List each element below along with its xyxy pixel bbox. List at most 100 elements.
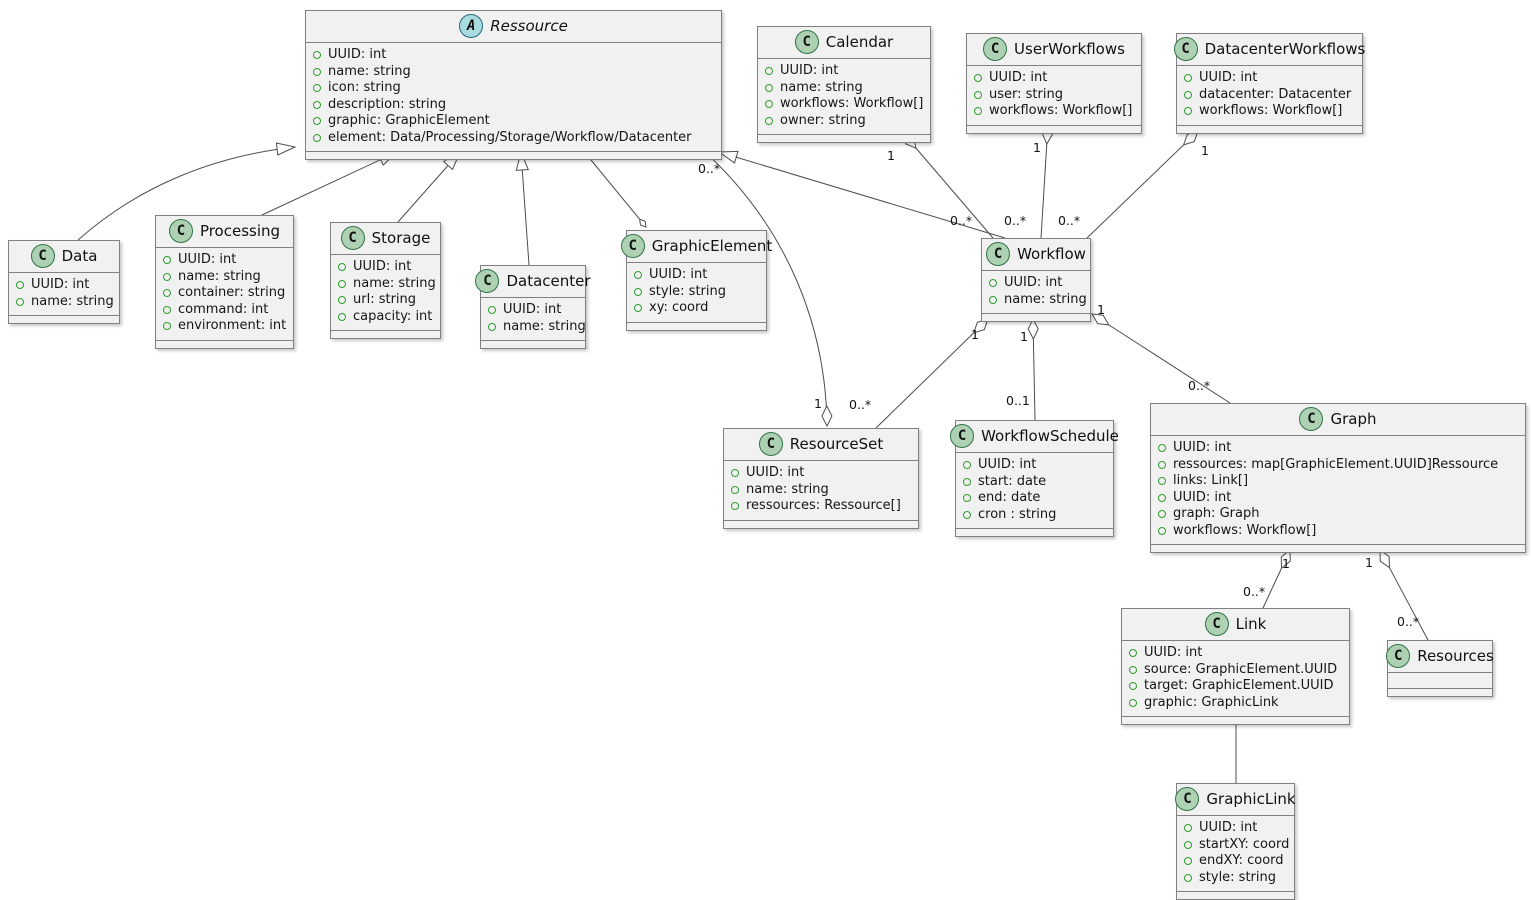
field-icon — [338, 312, 346, 321]
class-footer — [9, 316, 119, 323]
field-icon — [731, 485, 739, 494]
attribute-text: datacenter: Datacenter — [1199, 86, 1352, 102]
edge-workflow-graph — [1092, 314, 1231, 404]
class-header: C Link — [1122, 609, 1349, 641]
field-icon — [634, 271, 642, 280]
field-icon — [765, 67, 773, 76]
attribute-text: environment: int — [178, 318, 287, 333]
attribute-row: start: date — [963, 474, 1106, 491]
class-graphiclink: C GraphicLink UUID: int startXY: coord e… — [1175, 783, 1296, 900]
attribute-row: UUID: int — [16, 277, 112, 294]
class-storage: C Storage UUID: int name: string url: st… — [330, 222, 441, 339]
attribute-row: owner: string — [765, 113, 923, 130]
attribute-text: UUID: int — [1173, 489, 1232, 505]
attribute-row: UUID: int — [974, 70, 1134, 87]
attribute-row: name: string — [163, 269, 286, 286]
attribute-text: workflows: Workflow[] — [780, 96, 924, 111]
class-userworkflows: C UserWorkflows UUID: int user: string w… — [966, 33, 1142, 134]
attribute-row: ressources: Ressource[] — [731, 498, 911, 515]
field-icon — [313, 117, 321, 126]
edge-resourceset-ressource — [703, 150, 827, 426]
class-title: Processing — [199, 222, 281, 240]
field-icon — [1184, 824, 1192, 833]
class-header: C Data — [9, 241, 119, 273]
attribute-row: UUID: int — [634, 267, 759, 284]
multiplicity-label: 0..* — [1397, 614, 1420, 629]
attribute-row: name: string — [989, 292, 1087, 309]
class-icon: C — [620, 234, 645, 258]
field-icon — [163, 322, 171, 331]
attribute-text: graph: Graph — [1173, 506, 1260, 521]
edge-workflow-extends-ressource — [717, 150, 1006, 239]
edge-datacenter-extends-ressource — [515, 150, 530, 266]
class-title: Graph — [1330, 410, 1377, 428]
attribute-text: name: string — [503, 318, 586, 334]
class-attributes: UUID: int start: date end: date cron : s… — [956, 453, 1113, 529]
class-title: Ressource — [490, 17, 568, 35]
class-footer — [967, 126, 1141, 133]
class-footer — [156, 341, 293, 348]
attribute-row: url: string — [338, 292, 433, 309]
attribute-text: UUID: int — [503, 302, 562, 317]
attribute-row: workflows: Workflow[] — [765, 96, 923, 113]
attribute-text: name: string — [31, 293, 114, 309]
field-icon — [989, 279, 997, 288]
class-title: Calendar — [825, 33, 894, 51]
attribute-row: workflows: Workflow[] — [974, 103, 1134, 120]
field-icon — [1158, 526, 1166, 535]
field-icon — [313, 133, 321, 142]
class-icon: C — [1173, 37, 1198, 61]
field-icon — [1158, 477, 1166, 486]
class-icon: C — [1175, 787, 1200, 811]
attribute-text: workflows: Workflow[] — [1199, 103, 1343, 118]
class-workflowschedule: C WorkflowSchedule UUID: int start: date… — [950, 420, 1119, 537]
class-title: Workflow — [1017, 245, 1086, 263]
attribute-row: command: int — [163, 302, 286, 319]
class-attributes: UUID: int name: string url: string capac… — [331, 255, 440, 331]
attribute-row: UUID: int — [989, 275, 1083, 292]
field-icon — [731, 469, 739, 478]
attribute-text: target: GraphicElement.UUID — [1144, 678, 1334, 693]
class-title: Storage — [371, 229, 431, 247]
field-icon — [974, 74, 982, 83]
attribute-row: target: GraphicElement.UUID — [1129, 678, 1342, 695]
attribute-row: name: string — [16, 293, 114, 311]
attribute-text: UUID: int — [1199, 820, 1258, 835]
attribute-text: owner: string — [780, 112, 866, 128]
edge-graph-link — [1262, 550, 1290, 609]
field-icon — [313, 67, 321, 76]
attribute-text: links: Link[] — [1173, 473, 1249, 488]
class-header: C Processing — [156, 216, 293, 248]
field-icon — [1158, 460, 1166, 469]
multiplicity-label: 0..* — [1243, 584, 1266, 599]
class-workflow: C Workflow UUID: int name: string — [981, 238, 1091, 322]
edge-workflow-resourceset — [875, 319, 988, 429]
attribute-text: UUID: int — [989, 70, 1048, 85]
field-icon — [1184, 74, 1192, 83]
field-icon — [974, 107, 982, 116]
attribute-text: end: date — [978, 490, 1041, 505]
class-processing: C Processing UUID: int name: string cont… — [155, 215, 294, 349]
attribute-text: ressources: map[GraphicElement.UUID]Ress… — [1173, 456, 1499, 472]
attribute-row: capacity: int — [338, 309, 433, 326]
class-header: C Graph — [1151, 404, 1525, 436]
attribute-row: UUID: int — [313, 47, 714, 64]
class-attributes: UUID: int style: string xy: coord — [627, 263, 766, 323]
edge-ressource-graphicelement — [581, 148, 647, 228]
attribute-row: icon: string — [313, 80, 714, 97]
attribute-row: environment: int — [163, 318, 286, 335]
class-attributes: UUID: int name: string — [982, 271, 1090, 314]
class-header: C Storage — [331, 223, 440, 255]
multiplicity-label: 0..* — [950, 213, 973, 228]
attribute-row: end: date — [963, 490, 1106, 507]
class-attributes: UUID: int startXY: coord endXY: coord st… — [1177, 816, 1294, 892]
multiplicity-label: 1 — [1097, 302, 1105, 317]
class-icon: C — [950, 424, 975, 448]
multiplicity-label: 1 — [971, 327, 979, 342]
attribute-text: source: GraphicElement.UUID — [1144, 661, 1338, 677]
field-icon — [16, 297, 24, 306]
multiplicity-label: 1 — [1201, 143, 1209, 158]
attribute-row: source: GraphicElement.UUID — [1129, 662, 1342, 679]
class-header: C GraphicLink — [1175, 784, 1296, 816]
field-icon — [765, 100, 773, 109]
